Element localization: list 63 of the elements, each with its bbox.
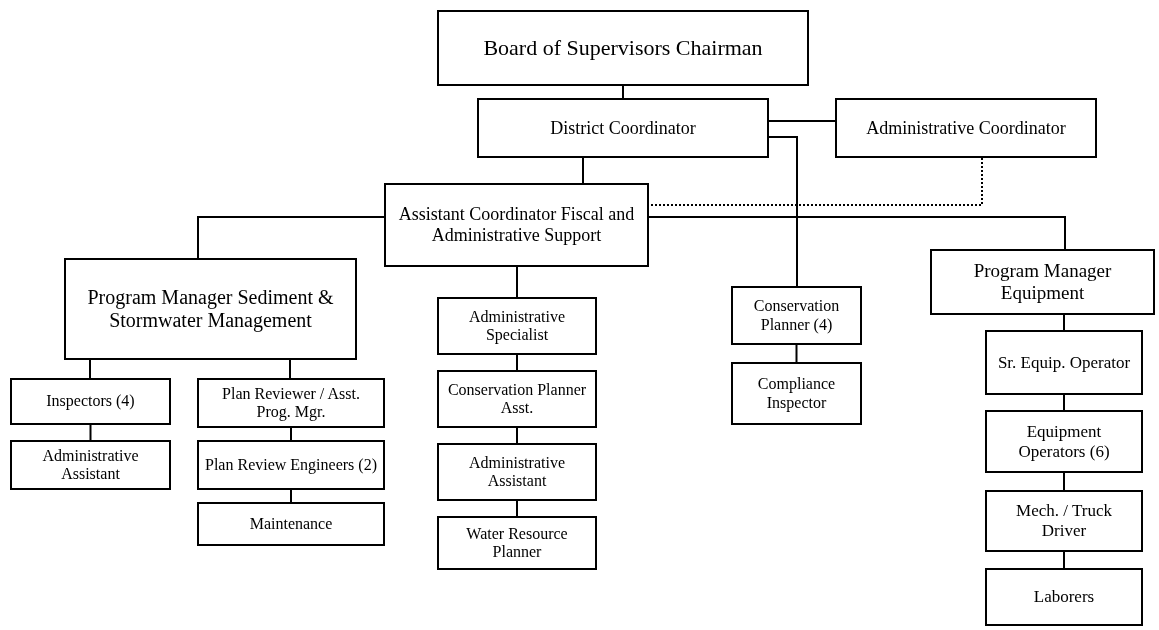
position-box [835, 98, 1097, 158]
position-box [10, 378, 171, 425]
position-box [437, 370, 597, 428]
connector-line [89, 424, 92, 441]
connector-line [290, 489, 292, 503]
position-box [985, 330, 1143, 395]
connector-line [1063, 314, 1065, 331]
position-title: Maintenance [249, 514, 333, 534]
position-box [384, 183, 649, 267]
position-title: Water Resource Planner [465, 524, 569, 562]
position-title: Sr. Equip. Operator [997, 352, 1131, 373]
position-title: Plan Review Engineers (2) [205, 455, 377, 475]
position-title: Laborers [1033, 587, 1095, 607]
position-box [731, 362, 862, 425]
connector-line [648, 216, 1066, 250]
position-box [930, 249, 1155, 315]
connector-line [516, 266, 518, 298]
position-box [985, 410, 1143, 473]
connector-line [1063, 551, 1065, 569]
position-title: Administrative Assistant [468, 453, 566, 491]
connector-line [516, 354, 518, 371]
position-box [437, 10, 809, 86]
position-title: Assistant Coordinator Fiscal and Administrative Support [397, 204, 636, 246]
position-box [477, 98, 769, 158]
position-title: District Coordinator [550, 117, 696, 139]
connector-line [622, 85, 624, 99]
dotted-connector [648, 157, 983, 206]
position-title: Equipment Operators (6) [1017, 421, 1111, 462]
position-box [985, 490, 1143, 552]
position-title: Compliance Inspector [756, 375, 837, 412]
connector-line [290, 427, 292, 441]
position-box [10, 440, 171, 490]
position-title: Conservation Planner Asst. [446, 380, 588, 418]
connector-line [1063, 394, 1065, 411]
position-title: Plan Reviewer / Asst. Prog. Mgr. [221, 384, 361, 422]
position-title: Mech. / Truck Driver [1015, 501, 1113, 541]
connector-line [768, 136, 798, 287]
connector-line [1063, 472, 1065, 491]
position-title: Inspectors (4) [46, 392, 135, 411]
connector-line [516, 427, 518, 444]
position-box [437, 443, 597, 501]
position-box [437, 516, 597, 570]
connector-line [289, 359, 291, 379]
position-title: Program Manager Sediment & Stormwater Management [86, 286, 335, 332]
connector-line [768, 120, 836, 122]
position-box [197, 378, 385, 428]
connector-line [582, 157, 584, 184]
connector-line [89, 359, 91, 379]
connector-line [795, 344, 798, 363]
position-box [731, 286, 862, 345]
position-box [437, 297, 597, 355]
position-title: Administrative Assistant [41, 446, 140, 484]
connector-line [516, 500, 518, 517]
position-title: Administrative Specialist [468, 307, 566, 345]
connector-line [197, 216, 385, 259]
position-title: Administrative Coordinator [866, 117, 1066, 139]
position-title: Board of Supervisors Chairman [483, 35, 763, 61]
position-box [197, 502, 385, 546]
position-box [64, 258, 357, 360]
position-title: Program Manager Equipment [972, 260, 1113, 304]
position-box [197, 440, 385, 490]
position-box [985, 568, 1143, 626]
position-title: Conservation Planner (4) [752, 297, 841, 334]
